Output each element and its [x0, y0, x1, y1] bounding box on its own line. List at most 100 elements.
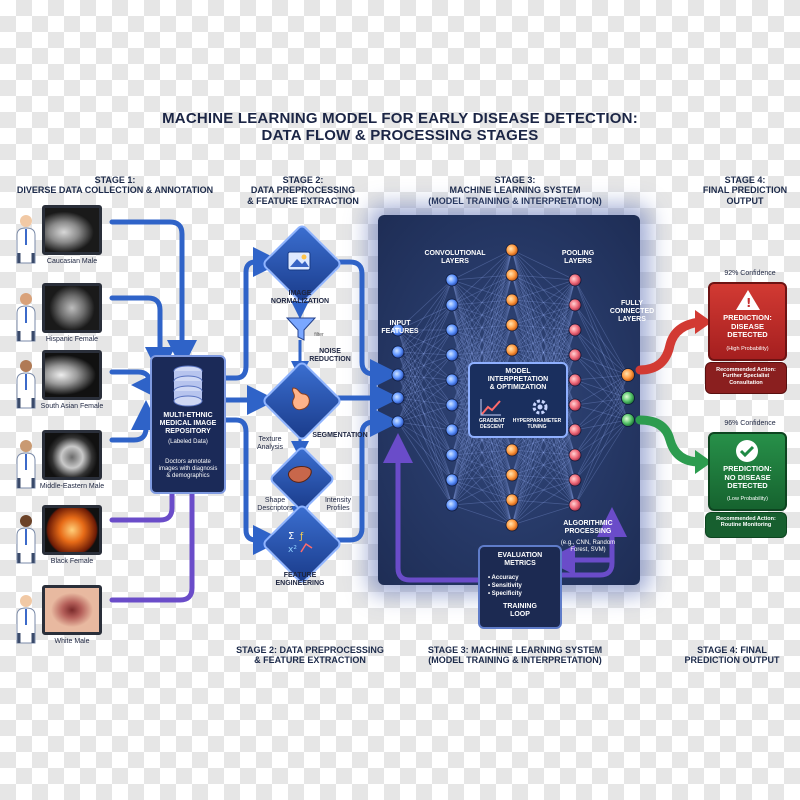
patient-label: Black Female	[50, 558, 94, 565]
repository-label: MULTI-ETHNIC MEDICAL IMAGE REPOSITORY	[159, 412, 217, 436]
pool-node	[568, 273, 582, 287]
scan-monitor[interactable]	[42, 430, 102, 480]
gradient-descent-label: GRADIENT DESCENT	[478, 418, 506, 430]
stomach-icon	[292, 387, 310, 411]
disease-action-label: Recommended Action: Further Specialist C…	[716, 367, 776, 386]
pooling-layers-label: POOLING LAYERS	[561, 250, 595, 266]
conv-node	[445, 323, 459, 337]
check-icon	[736, 440, 758, 462]
input-node	[391, 323, 405, 337]
hidden-node	[505, 518, 519, 532]
algorithmic-processing-label: ALGORITHMIC PROCESSING	[563, 520, 613, 536]
prediction-no-disease-box[interactable]: PREDICTION: NO DISEASE DETECTED (Low Pro…	[708, 432, 787, 511]
doctor-icon	[16, 515, 36, 564]
output-node	[621, 413, 635, 427]
pool-node	[568, 398, 582, 412]
filter-label: filter	[314, 332, 324, 338]
patient-label: South Asian Female	[40, 403, 104, 410]
hidden-node	[505, 268, 519, 282]
doctor-icon	[16, 595, 36, 644]
evaluation-title: EVALUATION METRICS	[497, 552, 543, 568]
scan-monitor[interactable]	[42, 205, 102, 255]
pool-node	[568, 348, 582, 362]
disease-prediction-label: PREDICTION: DISEASE DETECTED	[723, 313, 772, 340]
no-disease-action-label: Recommended Action: Routine Monitoring	[716, 516, 776, 529]
output-node	[621, 391, 635, 405]
pool-node	[568, 298, 582, 312]
input-node	[391, 391, 405, 405]
stage4-header: STAGE 4: FINAL PREDICTION OUTPUT	[702, 175, 788, 206]
conv-node	[445, 298, 459, 312]
conv-node	[445, 398, 459, 412]
patient-label: Caucasian Male	[46, 258, 98, 265]
pool-node	[568, 473, 582, 487]
hidden-node	[505, 443, 519, 457]
stage3-header: STAGE 3: MACHINE LEARNING SYSTEM (MODEL …	[428, 175, 602, 206]
noise-reduction-label: NOISE REDUCTION	[309, 348, 351, 364]
footer-stage3: STAGE 3: MACHINE LEARNING SYSTEM (MODEL …	[427, 645, 603, 666]
shape-descriptors-label: Shape Descriptors	[257, 497, 293, 513]
image-icon	[287, 251, 311, 271]
doctor-icon	[16, 360, 36, 409]
pool-node	[568, 423, 582, 437]
svg-text:x²: x²	[288, 545, 297, 555]
conv-node	[445, 498, 459, 512]
algorithmic-processing-sub: (e.g., CNN, Random Forest, SVM)	[560, 540, 616, 553]
model-interpretation-card[interactable]: MODEL INTERPRETATION & OPTIMIZATION GRAD…	[468, 362, 568, 438]
medical-image-repository[interactable]: MULTI-ETHNIC MEDICAL IMAGE REPOSITORY (L…	[150, 355, 226, 494]
svg-text:Σ: Σ	[288, 531, 294, 542]
scan-monitor[interactable]	[42, 585, 102, 635]
hidden-node	[505, 468, 519, 482]
segmentation-label: SEGMENTATION	[312, 432, 368, 439]
hyperparameter-label: HYPERPARAMETER TUNING	[512, 418, 562, 430]
disease-action-box: Recommended Action: Further Specialist C…	[705, 362, 787, 394]
pool-node	[568, 448, 582, 462]
texture-analysis-label: Texture Analysis	[256, 436, 284, 452]
disease-confidence: 92% Confidence	[724, 270, 776, 277]
stage2-header: STAGE 2: DATA PREPROCESSING & FEATURE EX…	[247, 175, 359, 206]
scan-monitor[interactable]	[42, 283, 102, 333]
conv-node	[445, 373, 459, 387]
hidden-node	[505, 293, 519, 307]
scan-monitor[interactable]	[42, 350, 102, 400]
conv-node	[445, 348, 459, 362]
prediction-disease-box[interactable]: ! PREDICTION: DISEASE DETECTED (High Pro…	[708, 282, 787, 361]
formula-icon: Σ ƒ x²	[288, 531, 313, 555]
metric-item: • Accuracy	[488, 575, 519, 581]
doctor-icon	[16, 215, 36, 264]
output-node	[621, 368, 635, 382]
svg-text:ƒ: ƒ	[299, 532, 304, 542]
pool-node	[568, 498, 582, 512]
input-features-label: INPUT FEATURES	[381, 320, 419, 336]
patient-label: White Male	[54, 638, 90, 645]
input-node	[391, 368, 405, 382]
disease-probability: (High Probability)	[726, 346, 769, 352]
repository-note: Doctors annotate images with diagnosis &…	[158, 459, 218, 479]
no-disease-action-box: Recommended Action: Routine Monitoring	[705, 512, 787, 538]
metric-item: • Specificity	[488, 591, 522, 598]
chart-icon	[480, 399, 501, 416]
svg-text:!: !	[746, 296, 751, 310]
evaluation-metrics-card[interactable]: EVALUATION METRICS • Accuracy • Sensitiv…	[478, 545, 562, 629]
input-node	[391, 415, 405, 429]
conv-node	[445, 273, 459, 287]
convolutional-layers-label: CONVOLUTIONAL LAYERS	[424, 250, 486, 266]
pool-node	[568, 323, 582, 337]
gear-icon	[532, 399, 548, 415]
feature-engineering-label: FEATURE ENGINEERING	[275, 572, 325, 588]
doctor-icon	[16, 293, 36, 342]
doctor-icon	[16, 440, 36, 489]
repository-sub: (Labeled Data)	[168, 439, 208, 445]
footer-stage2: STAGE 2: DATA PREPROCESSING & FEATURE EX…	[236, 645, 384, 666]
warning-icon: !	[736, 290, 760, 310]
diagram-title: MACHINE LEARNING MODEL FOR EARLY DISEASE…	[162, 110, 638, 145]
intensity-profiles-label: Intensity Profiles	[324, 497, 352, 513]
funnel-icon[interactable]	[285, 315, 317, 343]
conv-node	[445, 473, 459, 487]
fully-connected-layers-label: FULLY CONNECTED LAYERS	[609, 300, 655, 324]
training-loop-label: TRAINING LOOP	[503, 603, 537, 619]
patient-label: Middle-Eastern Male	[39, 483, 105, 490]
no-disease-prediction-label: PREDICTION: NO DISEASE DETECTED	[723, 464, 772, 491]
scan-monitor[interactable]	[42, 505, 102, 555]
liver-icon	[288, 466, 312, 483]
